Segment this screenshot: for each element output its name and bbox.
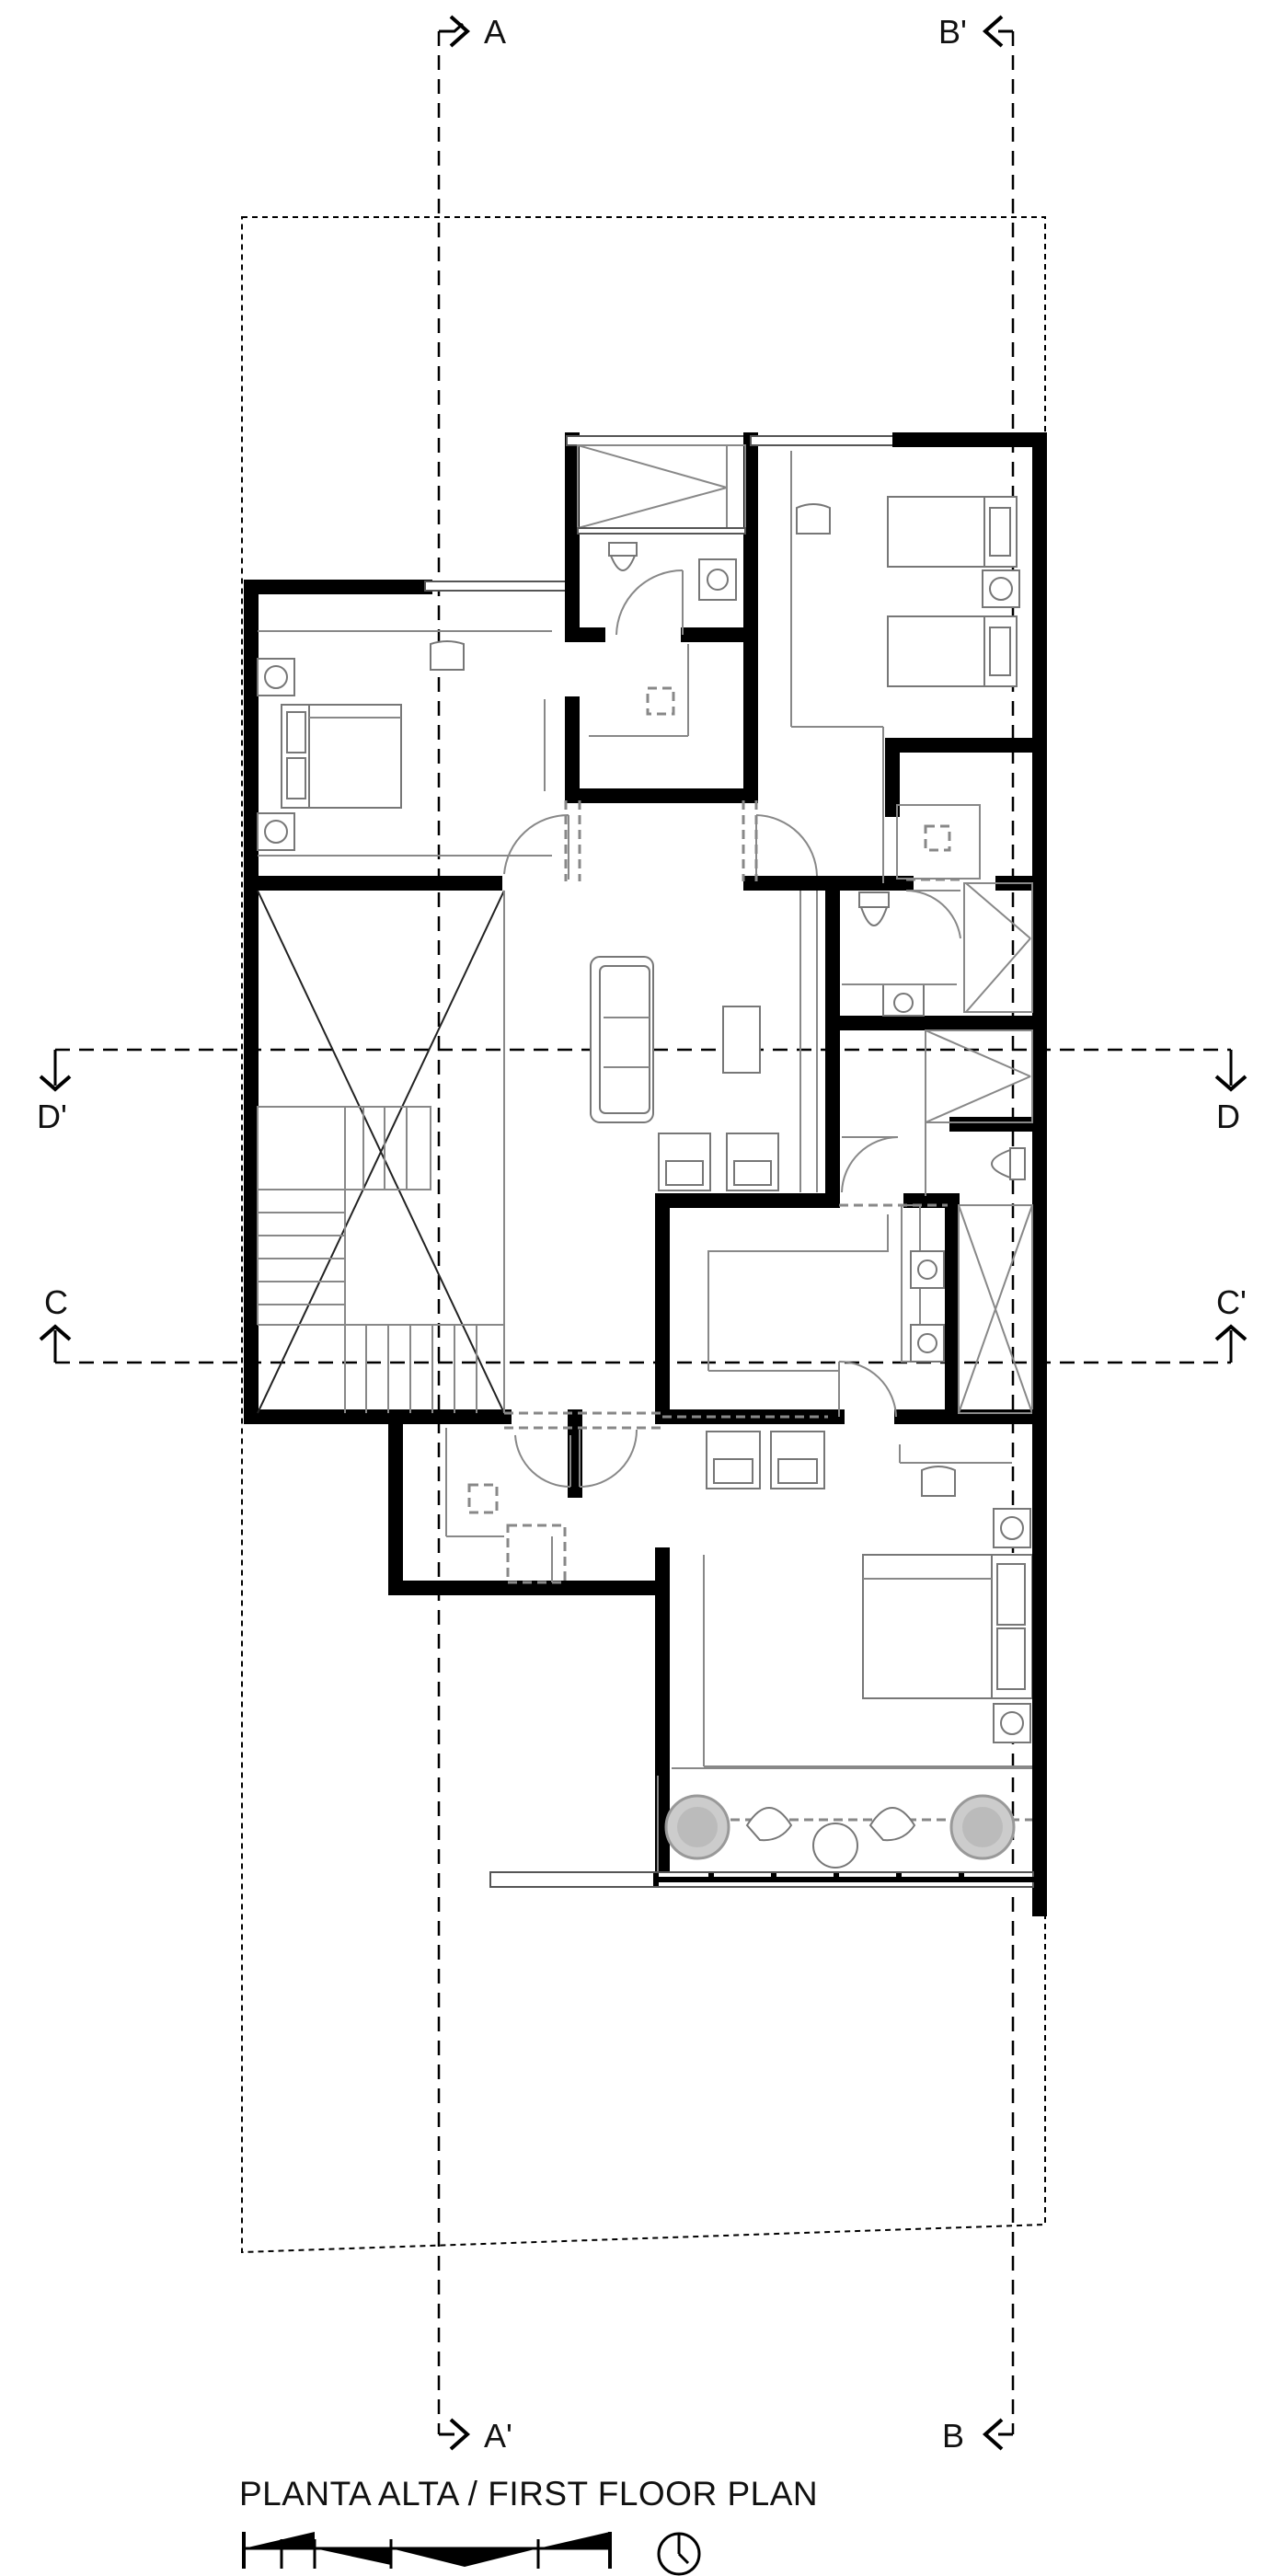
lower-left-bathroom: [445, 1428, 638, 1584]
north-arrow-icon: [657, 2532, 701, 2576]
sofa-icon: [590, 956, 654, 1123]
bed-icon: [862, 1554, 1033, 1699]
drawing-title: PLANTA ALTA / FIRST FLOOR PLAN: [239, 2475, 818, 2513]
master-bathroom: [707, 1204, 1033, 1418]
chair-icon: [430, 640, 465, 671]
section-line-c: [39, 1324, 1248, 1364]
right-bedroom: [742, 451, 1020, 883]
section-label-c-prime: C': [1216, 1283, 1247, 1321]
bed-icon: [887, 496, 1018, 687]
top-bathroom: [577, 444, 746, 737]
section-line-a: [437, 15, 471, 2451]
chair-icon: [796, 503, 831, 535]
exterior-walls: [244, 432, 1047, 1916]
sink-icon: [910, 1250, 945, 1363]
section-line-b: [982, 15, 1015, 2451]
section-label-a: A: [484, 13, 506, 51]
bathroom-3: [839, 1029, 1033, 1207]
sink-icon: [698, 558, 737, 601]
chair-icon: [658, 1133, 779, 1191]
toilet-icon: [858, 891, 890, 926]
left-bedroom: [257, 630, 581, 881]
master-bedroom: [672, 1431, 1033, 1769]
section-label-d: D: [1216, 1098, 1240, 1135]
section-label-c: C: [44, 1283, 68, 1321]
plot-boundary: [241, 216, 1046, 2254]
section-label-a-prime: A': [484, 2417, 512, 2455]
bed-icon: [281, 704, 402, 809]
section-label-b: B: [942, 2417, 964, 2455]
terrace: [489, 1409, 1047, 1916]
sink-icon: [882, 983, 925, 1017]
section-label-b-prime: B': [938, 13, 967, 51]
staircase: [257, 1106, 504, 1413]
plant-icon: [664, 1794, 1016, 1860]
family-room: [503, 891, 828, 1430]
graphic-scale-icon: [242, 2532, 612, 2569]
bathroom-2: [842, 804, 1033, 1017]
stair-void: [257, 890, 505, 1414]
section-label-d-prime: D': [37, 1098, 67, 1135]
toilet-icon: [991, 1147, 1026, 1180]
toilet-icon: [608, 542, 638, 571]
chair-icon: [706, 1431, 956, 1497]
chair-icon: [745, 1807, 916, 1842]
